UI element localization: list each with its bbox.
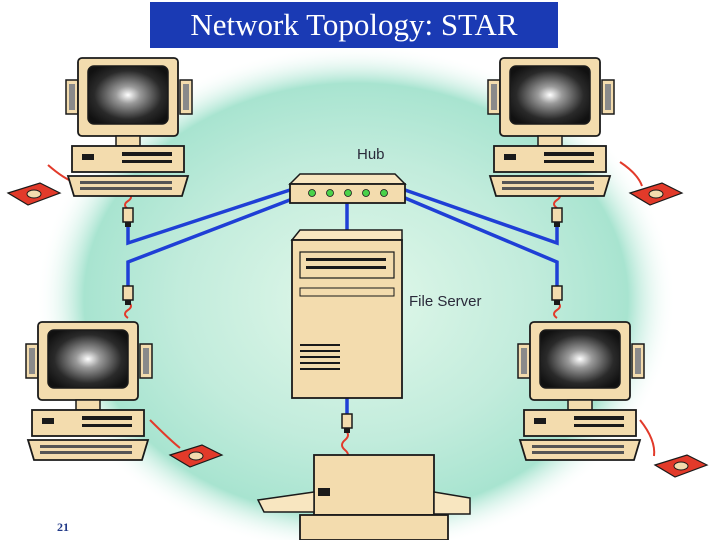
workstation-top-right (487, 57, 615, 197)
mouse-bottom-right (654, 454, 708, 478)
printer-device (256, 454, 471, 540)
workstation-bottom-right (517, 321, 645, 461)
mouse-top-left (7, 182, 61, 206)
hub-label: Hub (357, 146, 385, 163)
workstation-top-left (65, 57, 193, 197)
file-server-device (290, 229, 403, 399)
workstation-bottom-left (25, 321, 153, 461)
red-connection-cords (47, 161, 656, 461)
network-cables (126, 188, 559, 414)
hub-device (288, 173, 407, 204)
page-number: 21 (57, 520, 69, 534)
slide-title: Network Topology: STAR (150, 2, 558, 48)
file-server-label: File Server (409, 293, 482, 310)
